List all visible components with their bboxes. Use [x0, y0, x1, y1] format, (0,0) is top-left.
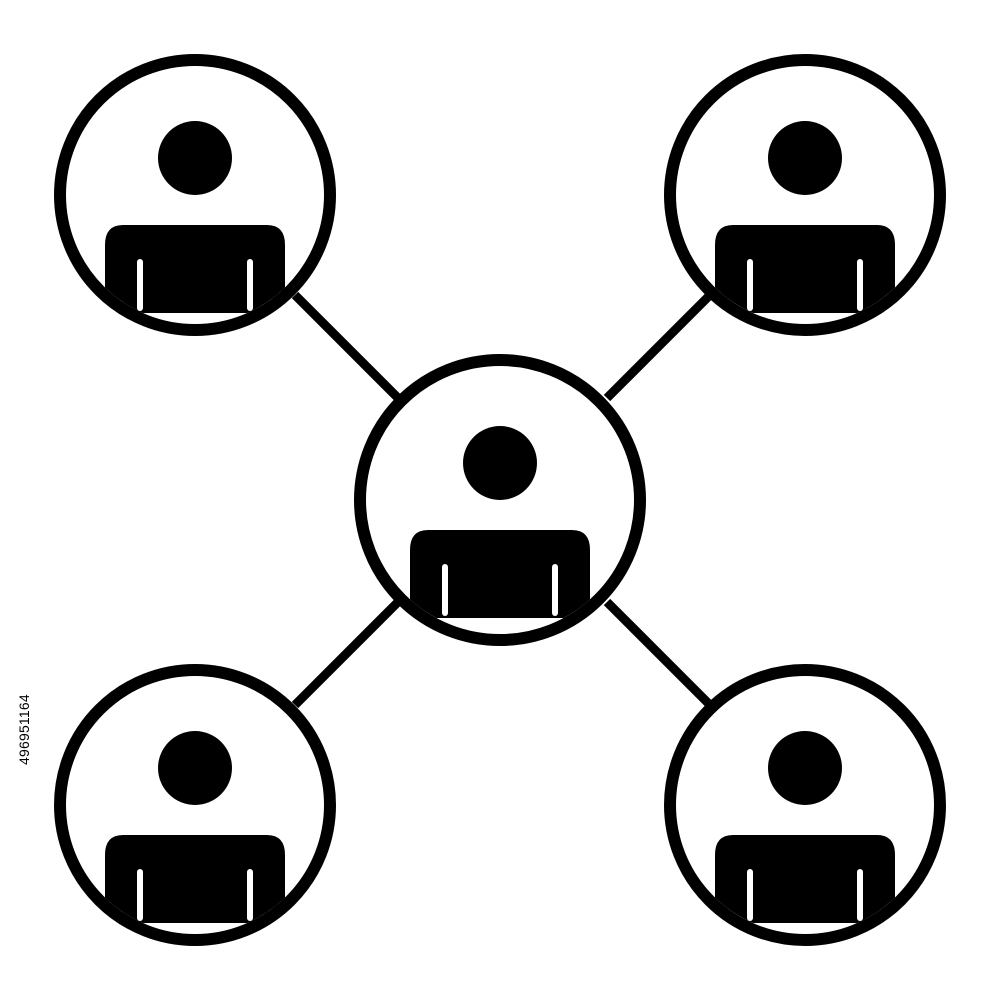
node-top-left	[54, 54, 336, 336]
node-bottom-right	[664, 664, 946, 946]
connector-bottom-right	[603, 598, 714, 709]
node-top-right	[664, 54, 946, 336]
node-bottom-left	[54, 664, 336, 946]
connector-bottom-left	[291, 598, 402, 709]
connector-top-left	[291, 291, 402, 402]
node-center	[354, 354, 646, 646]
connector-top-right	[603, 291, 714, 402]
stock-id-watermark: 496951164	[16, 694, 32, 765]
